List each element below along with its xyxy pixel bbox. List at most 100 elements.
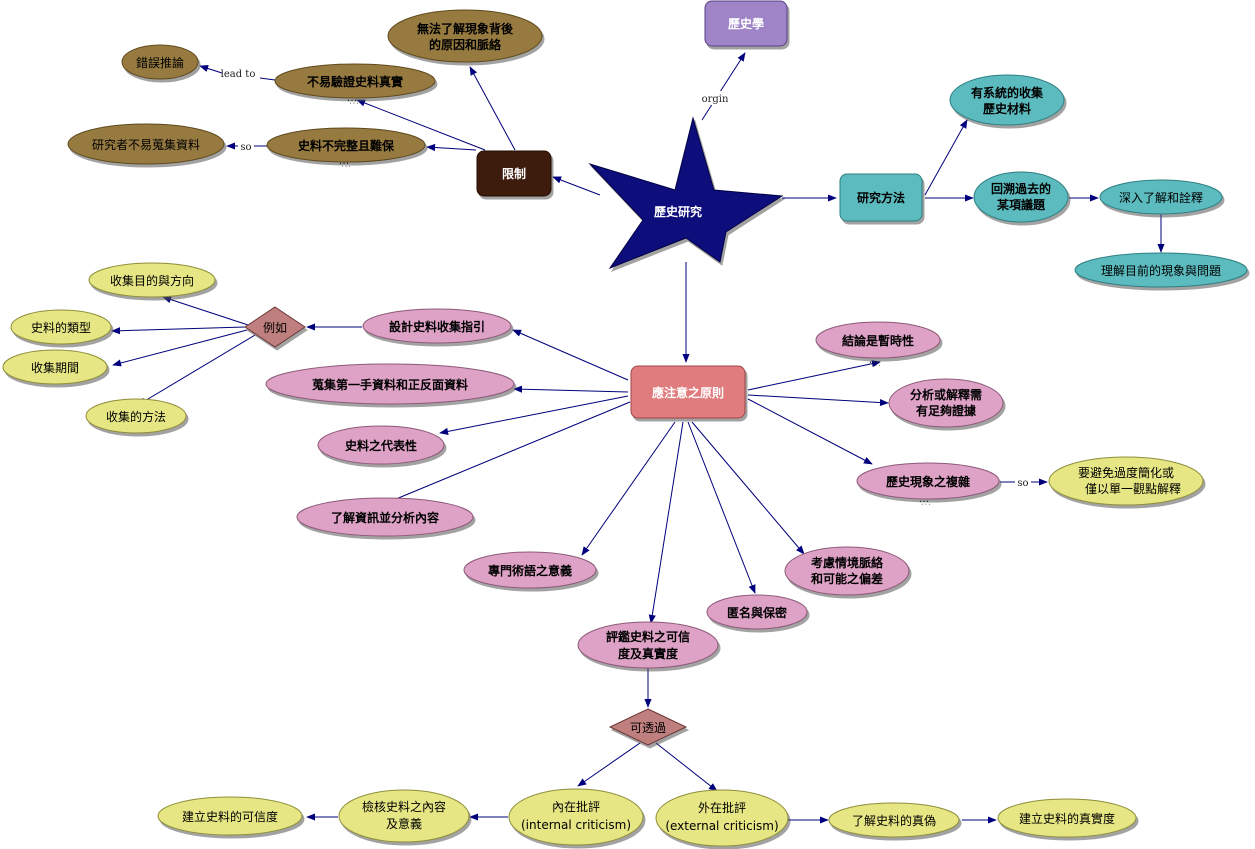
- limit-context-line1: 無法了解現象背後: [417, 21, 514, 36]
- external-line1: 外在批評: [698, 800, 746, 815]
- limit-context-node[interactable]: 無法了解現象背後 的原因和脈絡: [387, 9, 543, 63]
- limit-verify-node[interactable]: 不易驗證史料真實 ...: [274, 63, 436, 104]
- temporary-label: 結論是暫時性: [842, 333, 914, 348]
- avoid-node[interactable]: 要避免過度簡化或 僅以單一觀點解釋: [1048, 456, 1204, 506]
- limit-label: 限制: [502, 166, 526, 181]
- principles-node[interactable]: 應注意之原則: [630, 365, 746, 419]
- so-label-complex: so: [1017, 478, 1028, 489]
- edge-principles-evidence: [747, 394, 889, 407]
- avoid-line1: 要避免過度簡化或: [1078, 465, 1174, 480]
- guide-node[interactable]: 設計史料收集指引: [362, 308, 512, 344]
- via-node[interactable]: 可透過: [608, 708, 688, 746]
- method-understand-label: 理解目前的現象與問題: [1101, 263, 1221, 278]
- limit-node[interactable]: 限制: [476, 150, 552, 197]
- external-node[interactable]: 外在批評 (external criticism): [655, 789, 789, 847]
- ex-period-label: 收集期間: [31, 360, 79, 375]
- so-label-limit: so: [240, 142, 251, 153]
- svg-text:的原因和脈絡: 的原因和脈絡: [429, 37, 502, 52]
- first-hand-label: 蒐集第一手資料和正反面資料: [312, 377, 468, 392]
- representative-node[interactable]: 史料之代表性: [317, 425, 445, 465]
- internal-line1: 內在批評: [552, 799, 600, 814]
- history-label: 歷史學: [728, 16, 764, 31]
- svg-text:外在批評: 外在批評: [698, 800, 746, 815]
- edge-limit-context: [469, 66, 516, 151]
- check-content-line1: 檢核史料之內容: [362, 799, 446, 814]
- edge-verify-wrong: [259, 77, 276, 81]
- terms-label: 專門術語之意義: [488, 563, 572, 578]
- authenticity-node[interactable]: 建立史料的真實度: [997, 798, 1137, 838]
- example-label: 例如: [263, 320, 287, 335]
- edge-principles-anonymity: [687, 421, 756, 594]
- edge-principles-terms: [581, 421, 676, 556]
- method-collect-node[interactable]: 有系統的收集 歷史材料: [949, 74, 1065, 126]
- evaluate-node[interactable]: 評鑑史料之可信 度及真實度: [577, 621, 719, 669]
- svg-text:...: ...: [869, 353, 880, 366]
- temporary-node[interactable]: 結論是暫時性 ...: [815, 321, 941, 366]
- limit-wrong-label: 錯誤推論: [136, 55, 184, 70]
- principles-label: 應注意之原則: [652, 385, 724, 400]
- method-node[interactable]: 研究方法: [839, 173, 923, 222]
- credibility-label: 建立史料的可信度: [182, 809, 278, 824]
- origin-label: orgin: [702, 94, 729, 105]
- svg-text:檢核史料之內容: 檢核史料之內容: [362, 799, 446, 814]
- edge-center-history: [701, 52, 746, 121]
- example-node[interactable]: 例如: [244, 306, 306, 348]
- first-hand-node[interactable]: 蒐集第一手資料和正反面資料: [265, 363, 515, 405]
- authenticity-know-label: 了解史料的真偽: [852, 813, 936, 828]
- svg-text:及意義: 及意義: [386, 816, 422, 831]
- svg-text:度及真實度: 度及真實度: [618, 646, 679, 661]
- avoid-line2: 僅以單一觀點解釋: [1085, 481, 1181, 496]
- limit-collect-label: 研究者不易蒐集資料: [92, 137, 200, 152]
- edge-method-collect: [924, 119, 968, 196]
- center-star-node[interactable]: 歷史研究: [588, 116, 784, 270]
- method-collect-line1: 有系統的收集: [971, 85, 1044, 100]
- method-deep-node[interactable]: 深入了解和詮釋: [1099, 179, 1223, 215]
- edge-example-purpose: [162, 296, 249, 326]
- complex-label: 歷史現象之複雜: [886, 474, 970, 489]
- edge-limit-verify: [356, 99, 486, 151]
- history-node[interactable]: 歷史學: [704, 0, 788, 47]
- svg-text:分析或解釋需: 分析或解釋需: [910, 387, 982, 402]
- edge-example-method: [137, 334, 256, 406]
- svg-text:僅以單一觀點解釋: 僅以單一觀點解釋: [1085, 481, 1181, 496]
- limit-incomplete-node[interactable]: 史料不完整且難保 ...: [266, 127, 426, 167]
- content-analysis-node[interactable]: 了解資訊並分析內容: [296, 497, 474, 537]
- connectors: [111, 52, 1165, 824]
- anonymity-node[interactable]: 匿名與保密: [706, 594, 808, 630]
- authenticity-label: 建立史料的真實度: [1019, 811, 1115, 826]
- limit-wrong-node[interactable]: 錯誤推論: [121, 44, 199, 80]
- limit-verify-label: 不易驗證史料真實: [307, 74, 403, 89]
- method-understand-node[interactable]: 理解目前的現象與問題: [1074, 252, 1248, 288]
- edge-example-period: [112, 329, 248, 367]
- ex-method-label: 收集的方法: [106, 409, 166, 424]
- complex-node[interactable]: 歷史現象之複雜 ...: [856, 462, 1000, 505]
- svg-text:(internal criticism): (internal criticism): [521, 818, 631, 832]
- ex-purpose-node[interactable]: 收集目的與方向: [88, 262, 216, 298]
- internal-node[interactable]: 內在批評 (internal criticism): [508, 788, 644, 846]
- ex-method-node[interactable]: 收集的方法: [85, 398, 187, 434]
- edge-principles-content: [383, 401, 631, 505]
- limit-collect-node[interactable]: 研究者不易蒐集資料: [67, 123, 225, 165]
- method-review-node[interactable]: 回溯過去的 某項議題: [973, 171, 1069, 223]
- center-label: 歷史研究: [654, 204, 702, 219]
- method-review-line1: 回溯過去的: [991, 181, 1051, 196]
- svg-text:...: ...: [339, 154, 350, 167]
- method-deep-label: 深入了解和詮釋: [1119, 190, 1203, 205]
- evidence-node[interactable]: 分析或解釋需 有足夠證據: [888, 378, 1004, 428]
- via-label: 可透過: [630, 721, 666, 735]
- svg-text:要避免過度簡化或: 要避免過度簡化或: [1078, 465, 1174, 480]
- edge-principles-bias: [691, 421, 805, 555]
- edge-principles-temporary: [747, 360, 881, 391]
- terms-node[interactable]: 專門術語之意義: [463, 551, 597, 589]
- check-content-node[interactable]: 檢核史料之內容 及意義: [338, 789, 470, 843]
- authenticity-know-node[interactable]: 了解史料的真偽: [828, 802, 960, 838]
- ex-type-node[interactable]: 史料的類型: [10, 309, 112, 345]
- edge-center-limit: [552, 176, 601, 196]
- lead-to-label: lead to: [221, 69, 256, 80]
- svg-text:歷史材料: 歷史材料: [983, 101, 1031, 116]
- ex-period-node[interactable]: 收集期間: [2, 349, 108, 385]
- credibility-node[interactable]: 建立史料的可信度: [157, 796, 303, 836]
- edge-principles-evaluate: [648, 421, 684, 624]
- bias-node[interactable]: 考慮情境脈絡 和可能之偏差: [784, 546, 910, 596]
